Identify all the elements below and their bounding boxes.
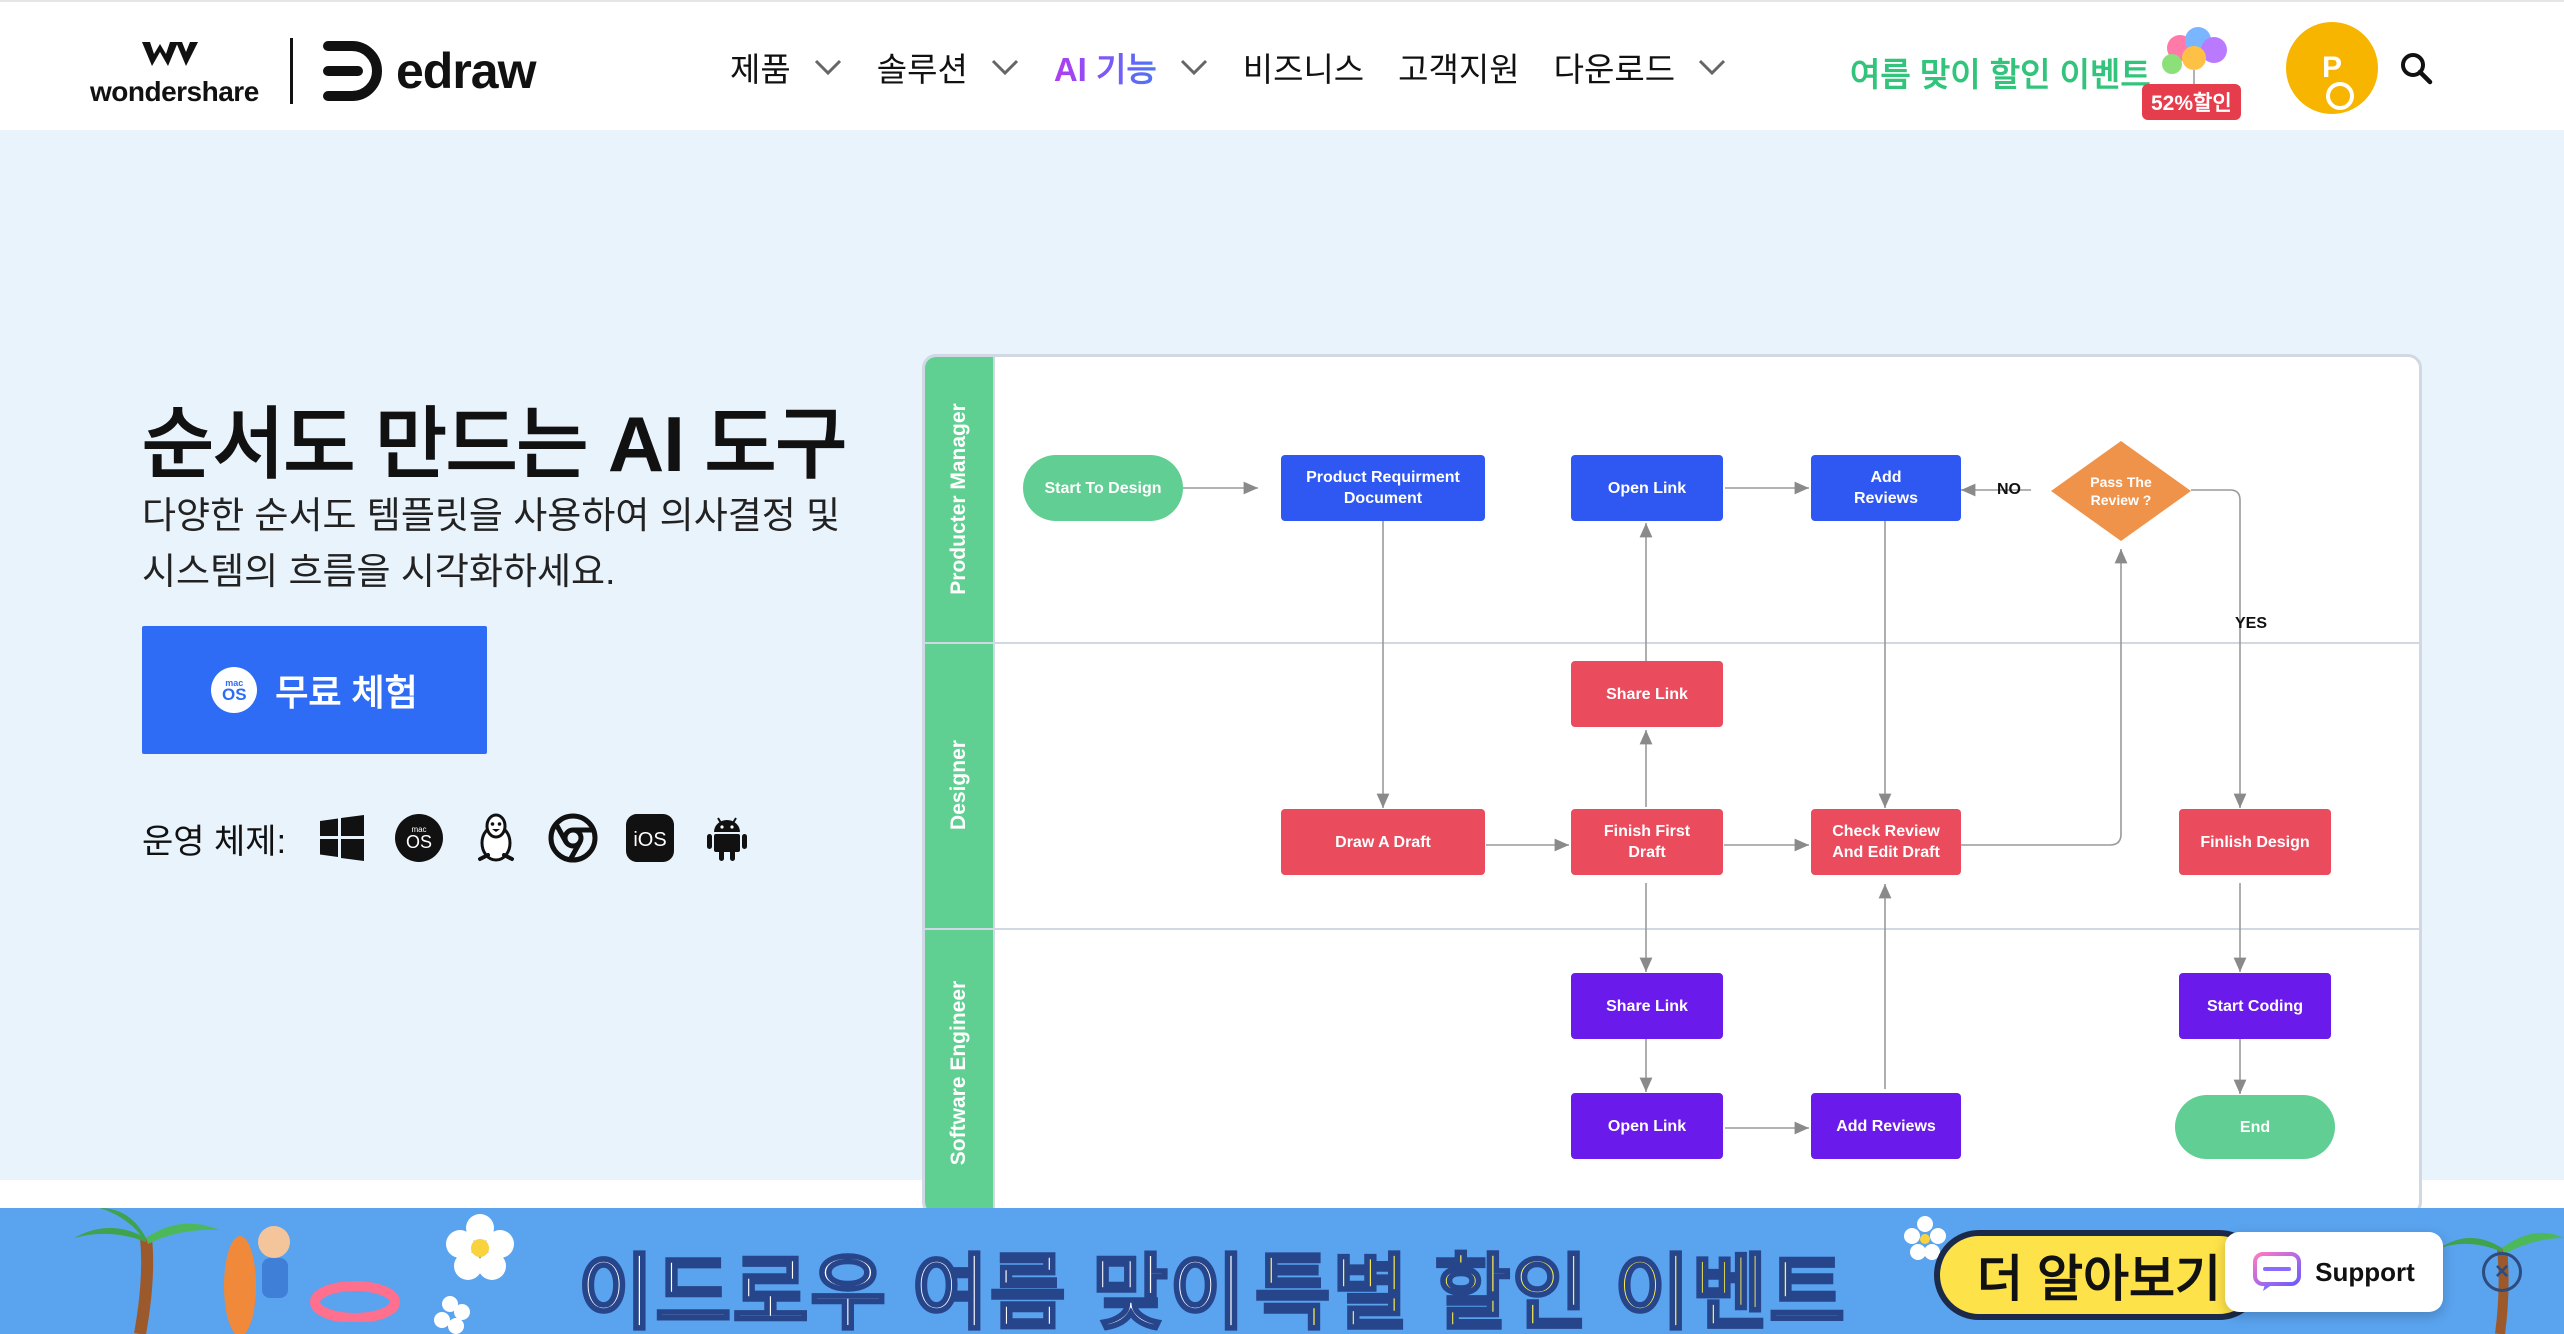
decision-diamond-shape bbox=[2051, 441, 2191, 541]
nav-item-label: 솔루션 bbox=[876, 51, 968, 88]
os-label: 운영 체제: bbox=[142, 822, 287, 861]
hero-description: 다양한 순서도 템플릿을 사용하여 의사결정 및 시스템의 흐름을 시각화하세요… bbox=[142, 495, 841, 592]
nav-item-business[interactable]: 비즈니스 bbox=[1243, 43, 1364, 91]
windows-icon[interactable] bbox=[316, 812, 368, 864]
balloons-icon bbox=[2162, 27, 2227, 88]
edraw-logo-icon bbox=[323, 41, 382, 101]
ios-icon[interactable]: iOS bbox=[624, 812, 676, 864]
summer-event-banner[interactable]: 이드로우 여름 맞이 특별 할인 이벤트 더 알아보기 bbox=[0, 1208, 2564, 1334]
lane-divider bbox=[925, 642, 2419, 644]
nav-item-ai-features[interactable]: AI 기능 bbox=[1054, 43, 1209, 91]
label-yes: YES bbox=[2235, 615, 2268, 632]
label-no: NO bbox=[1997, 481, 2021, 498]
node-finish-design: Finlish Design bbox=[2179, 809, 2331, 875]
swimlane-header-bar bbox=[925, 357, 993, 1213]
user-avatar[interactable]: P bbox=[2286, 22, 2378, 114]
free-trial-label: 무료 체험 bbox=[275, 672, 418, 713]
avatar-ring-icon bbox=[2326, 82, 2354, 110]
node-start-coding: Start Coding bbox=[2179, 973, 2331, 1039]
node-product-requirement: Product Requirment Document bbox=[1281, 455, 1485, 521]
macos-icon: mac OS bbox=[211, 667, 258, 713]
discount-badge: 52%할인 bbox=[2142, 84, 2241, 120]
node-start-to-design: Start To Design bbox=[1023, 455, 1183, 521]
node-open-link-engineer: Open Link bbox=[1571, 1093, 1723, 1159]
support-label: Support bbox=[2315, 1256, 2415, 1287]
node-share-link-designer: Share Link bbox=[1571, 661, 1723, 727]
node-finish-first-draft: Finish First Draft bbox=[1571, 809, 1723, 875]
chevron-down-icon bbox=[1699, 59, 1726, 76]
macos-icon[interactable]: mac OS bbox=[393, 812, 445, 864]
avatar-initial: P bbox=[2321, 51, 2342, 84]
nav-item-download[interactable]: 다운로드 bbox=[1554, 43, 1727, 91]
support-chat-button[interactable]: Support bbox=[2225, 1232, 2443, 1312]
linux-icon[interactable] bbox=[470, 812, 522, 864]
nav-item-products[interactable]: 제품 bbox=[730, 43, 843, 91]
node-open-link-pm: Open Link bbox=[1571, 455, 1723, 521]
android-icon[interactable] bbox=[701, 812, 753, 864]
node-draw-a-draft: Draw A Draft bbox=[1281, 809, 1485, 875]
close-banner-icon[interactable]: × bbox=[2482, 1252, 2522, 1292]
palm-tree-icon bbox=[74, 1208, 220, 1334]
banner-title-yellow: 특별 할인 이벤트 bbox=[1254, 1247, 1847, 1334]
flowchart-connectors bbox=[1183, 441, 2247, 1135]
wondershare-wordmark: wondershare bbox=[90, 76, 259, 107]
chevron-down-icon bbox=[1180, 59, 1207, 76]
swimlane-separator bbox=[993, 357, 995, 1213]
svg-text:iOS: iOS bbox=[633, 829, 666, 851]
main-nav: 제품 솔루션 AI 기능 비즈니스 고객지원 다운로드 bbox=[730, 2, 1761, 132]
nav-item-label: AI 기능 bbox=[1054, 43, 1157, 91]
wondershare-logo[interactable]: wondershare bbox=[90, 38, 260, 108]
node-pass-the-review: Pass The Review ? bbox=[2090, 474, 2152, 508]
nav-item-label: 제품 bbox=[730, 51, 791, 88]
search-icon[interactable] bbox=[2398, 50, 2434, 86]
banner-title-white: 이드로우 여름 맞이 bbox=[576, 1247, 1248, 1334]
node-add-reviews-pm: Add Reviews bbox=[1811, 455, 1961, 521]
top-navigation-bar: wondershare edraw 제품 솔루션 AI 기능 비즈니스 고객지원… bbox=[0, 0, 2564, 130]
nav-item-label: 다운로드 bbox=[1553, 51, 1676, 88]
nav-item-label: 고객지원 bbox=[1398, 51, 1520, 88]
nav-item-solutions[interactable]: 솔루션 bbox=[877, 43, 1020, 91]
nav-item-support[interactable]: 고객지원 bbox=[1398, 43, 1519, 91]
nav-item-label: 비즈니스 bbox=[1242, 51, 1365, 88]
free-trial-button[interactable]: mac OS 무료 체험 bbox=[142, 626, 487, 754]
summer-sale-promo-link[interactable]: 여름 맞이 할인 이벤트 52%할인 bbox=[1850, 24, 2241, 120]
chevron-down-icon bbox=[814, 59, 841, 76]
supported-os-row: 운영 체제: mac OS bbox=[142, 812, 778, 864]
chevron-down-icon bbox=[991, 59, 1018, 76]
flowchart-preview: Producter Manager Designer Software Engi… bbox=[922, 354, 2422, 1216]
chrome-icon[interactable] bbox=[547, 812, 599, 864]
flower-decoration-icon bbox=[434, 1214, 514, 1334]
flamingo-float-icon bbox=[310, 1281, 400, 1322]
node-add-reviews-engineer: Add Reviews bbox=[1811, 1093, 1961, 1159]
logo-divider bbox=[290, 38, 293, 104]
learn-more-button[interactable]: 더 알아보기 bbox=[1934, 1230, 2264, 1320]
svg-text:mac: mac bbox=[411, 825, 426, 834]
node-end: End bbox=[2175, 1095, 2335, 1159]
surfer-character-icon bbox=[224, 1226, 290, 1334]
node-check-review-edit-draft: Check Review And Edit Draft bbox=[1811, 809, 1961, 875]
promo-text: 여름 맞이 할인 이벤트 bbox=[1850, 56, 2151, 93]
lane-divider bbox=[925, 928, 2419, 930]
svg-text:OS: OS bbox=[406, 832, 432, 852]
flower-small-icon bbox=[1904, 1216, 1946, 1260]
edraw-logo[interactable]: edraw bbox=[322, 36, 537, 106]
page-title: 순서도 만드는 AI 도구 bbox=[142, 400, 847, 488]
wondershare-logo-icon bbox=[142, 42, 198, 66]
node-share-link-engineer: Share Link bbox=[1571, 973, 1723, 1039]
hero-section: 순서도 만드는 AI 도구 다양한 순서도 템플릿을 사용하여 의사결정 및 시… bbox=[0, 130, 2564, 1216]
edraw-wordmark: edraw bbox=[396, 43, 537, 99]
chat-bubble-icon bbox=[2253, 1252, 2302, 1291]
